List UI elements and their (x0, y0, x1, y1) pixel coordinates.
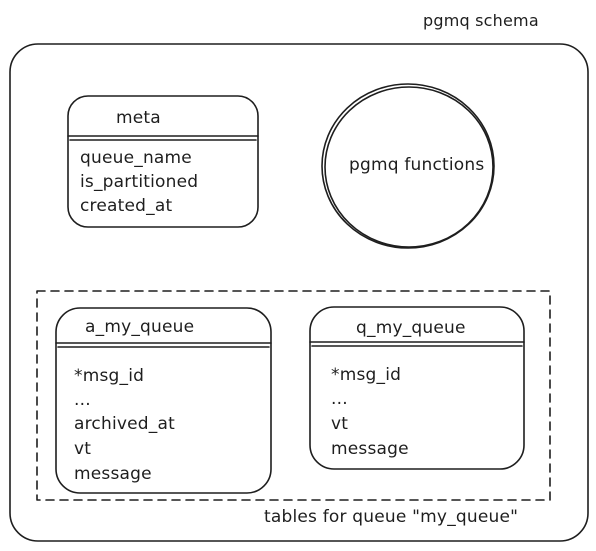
meta-field-created-at: created_at (80, 196, 173, 216)
archive-field-ellipsis: ... (74, 390, 91, 410)
archive-table-title: a_my_queue (85, 317, 195, 337)
queue-group-dashed-box (36, 290, 551, 501)
schema-label: pgmq schema (423, 11, 539, 30)
meta-table-box (67, 95, 259, 228)
functions-circle (321, 83, 495, 249)
queue-field-ellipsis: ... (331, 389, 348, 409)
queue-field-message: message (331, 439, 409, 459)
queue-field-msg-id: *msg_id (331, 365, 402, 385)
archive-field-archived-at: archived_at (74, 414, 175, 434)
archive-field-message: message (74, 464, 152, 484)
archive-field-msg-id: *msg_id (74, 366, 145, 386)
functions-circle-sketch (324, 86, 494, 248)
archive-field-vt: vt (74, 439, 92, 459)
meta-field-queue-name: queue_name (80, 148, 192, 168)
archive-table-box (55, 307, 272, 494)
meta-table-title: meta (116, 108, 161, 128)
queue-field-vt: vt (331, 414, 349, 434)
functions-label: pgmq functions (349, 155, 485, 175)
queue-table-title: q_my_queue (356, 318, 466, 338)
queue-table-box (309, 306, 525, 470)
queue-group-caption: tables for queue "my_queue" (264, 507, 519, 527)
meta-field-is-partitioned: is_partitioned (80, 172, 199, 192)
schema-boundary (9, 43, 589, 542)
